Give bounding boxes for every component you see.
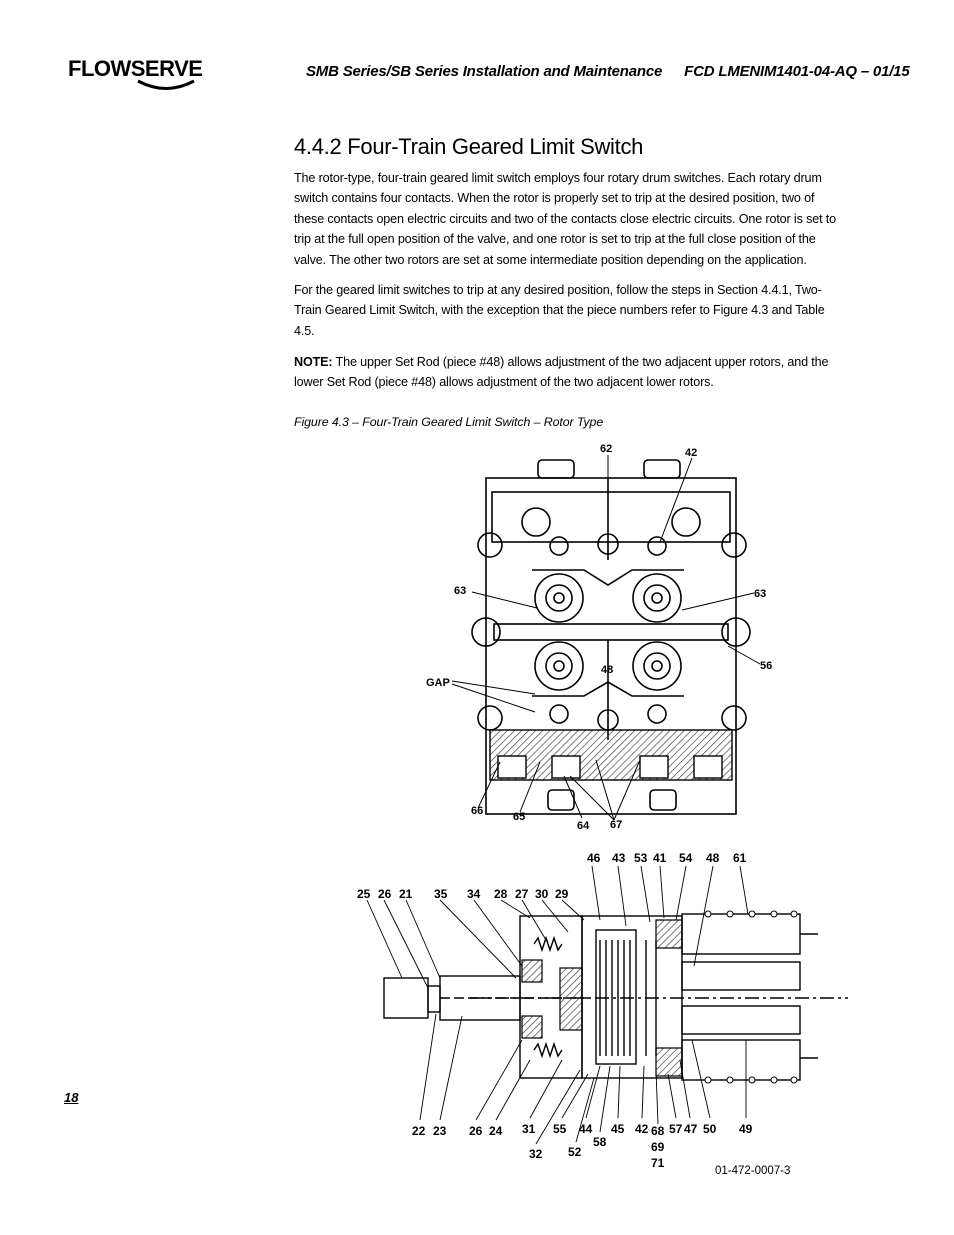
label-29: 29 [555,887,569,901]
header-title: SMB Series/SB Series Installation and Ma… [306,63,663,80]
label-71: 71 [651,1156,665,1170]
label-52: 52 [568,1145,582,1159]
label-31: 31 [522,1122,536,1136]
label-54: 54 [679,851,693,865]
label-56: 56 [760,660,772,672]
label-63-left: 63 [454,585,466,597]
logo-wordmark: FLOWSERVE [68,56,202,81]
paragraph-1: The rotor-type, four-train geared limit … [294,171,836,267]
note-label: NOTE: [294,355,333,369]
label-26-top: 26 [378,887,392,901]
paragraph-2: For the geared limit switches to trip at… [294,283,825,338]
document-header: SMB Series/SB Series Installation and Ma… [306,63,910,80]
label-48: 48 [601,664,613,676]
label-22: 22 [412,1124,426,1138]
label-66: 66 [471,805,483,817]
figure-caption: Figure 4.3 – Four-Train Geared Limit Swi… [294,415,604,429]
label-28: 28 [494,887,508,901]
label-68: 68 [651,1124,665,1138]
header-doc-ref: FCD LMENIM1401-04-AQ – 01/15 [684,63,910,80]
label-23: 23 [433,1124,447,1138]
label-48-side: 48 [706,851,720,865]
label-57: 57 [669,1122,683,1136]
label-67: 67 [610,819,622,831]
label-50: 50 [703,1122,717,1136]
label-42-side: 42 [635,1122,649,1136]
label-44: 44 [579,1122,593,1136]
label-35: 35 [434,887,448,901]
label-64: 64 [577,820,590,832]
label-30: 30 [535,887,549,901]
label-25: 25 [357,887,371,901]
label-32: 32 [529,1147,543,1161]
label-53: 53 [634,851,648,865]
logo-swoosh [137,79,195,90]
section-title: 4.4.2 Four-Train Geared Limit Switch [294,134,644,159]
label-55: 55 [553,1122,567,1136]
label-34: 34 [467,887,481,901]
page-number: 18 [64,1090,79,1105]
label-63-right: 63 [754,588,766,600]
label-41: 41 [653,851,667,865]
label-58: 58 [593,1135,607,1149]
flowserve-logo-graphic: FLOWSERVE [68,56,203,90]
label-61: 61 [733,851,747,865]
label-65: 65 [513,811,525,823]
label-gap: GAP [426,677,450,689]
label-46: 46 [587,851,601,865]
flowserve-logo: FLOWSERVE [66,50,206,94]
label-62: 62 [600,443,612,455]
label-45: 45 [611,1122,625,1136]
label-47: 47 [684,1122,698,1136]
label-42: 42 [685,447,697,459]
label-27: 27 [515,887,529,901]
note-paragraph: NOTE: The upper Set Rod (piece #48) allo… [294,352,842,393]
label-49: 49 [739,1122,753,1136]
drawing-number: 01-472-0007-3 [715,1165,791,1177]
label-24: 24 [489,1124,503,1138]
note-text: The upper Set Rod (piece #48) allows adj… [294,355,829,390]
label-26-bottom: 26 [469,1124,483,1138]
label-43: 43 [612,851,626,865]
label-21: 21 [399,887,413,901]
label-69: 69 [651,1140,665,1154]
